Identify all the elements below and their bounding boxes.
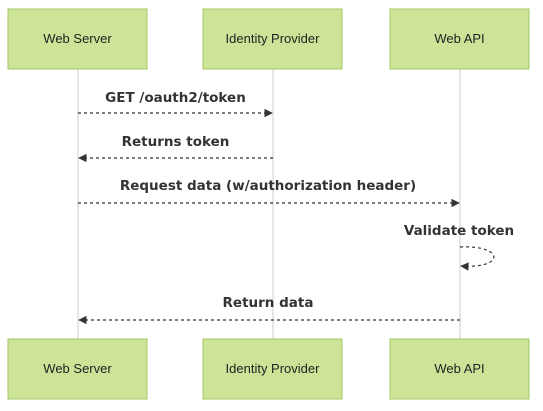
message-returns-token: Returns token	[78, 134, 273, 163]
message-label: Request data (w/authorization header)	[120, 178, 416, 194]
message-validate-token: Validate token	[404, 223, 514, 271]
actor-web-server-label: Web Server	[43, 361, 112, 376]
actor-web-api-label: Web API	[434, 31, 484, 46]
message-label: Validate token	[404, 223, 514, 239]
actor-web-server-top: Web Server	[7, 8, 148, 70]
actor-identity-provider-label: Identity Provider	[226, 361, 321, 376]
message-return-data: Return data	[78, 295, 460, 325]
actor-identity-provider-top: Identity Provider	[202, 8, 343, 70]
message-get-token: GET /oauth2/token	[78, 90, 273, 118]
actor-identity-provider-label: Identity Provider	[226, 31, 321, 46]
self-message-arrow	[459, 246, 495, 271]
actor-web-api-top: Web API	[389, 8, 530, 70]
message-request-data: Request data (w/authorization header)	[78, 178, 460, 208]
actor-web-server-label: Web Server	[43, 31, 112, 46]
message-label: Returns token	[122, 134, 230, 150]
actor-web-server-bottom: Web Server	[7, 338, 148, 400]
actor-identity-provider-bottom: Identity Provider	[202, 338, 343, 400]
message-label: Return data	[223, 295, 314, 311]
actor-web-api-bottom: Web API	[389, 338, 530, 400]
message-label: GET /oauth2/token	[105, 90, 246, 106]
actor-web-api-label: Web API	[434, 361, 484, 376]
